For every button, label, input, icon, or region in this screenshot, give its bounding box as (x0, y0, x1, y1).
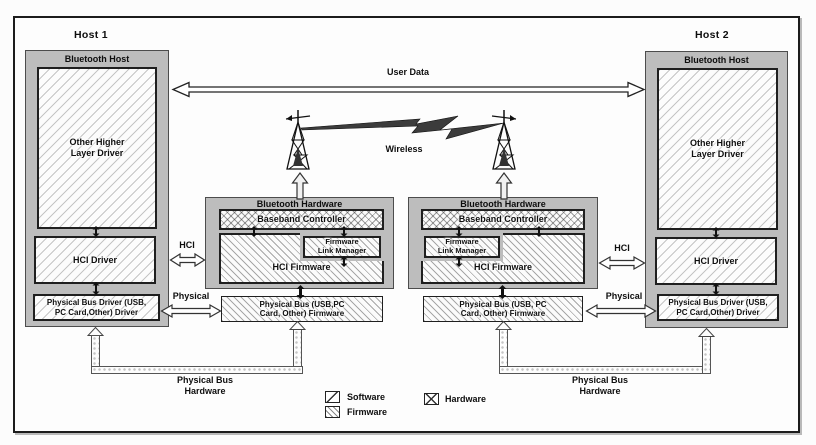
wireless-label: Wireless (385, 144, 423, 154)
host1-other-higher-layer-driver-box: Other Higher Layer Driver (37, 67, 157, 229)
bt-right-baseband-linkmgr-arrow (455, 226, 463, 237)
user-data-arrow (171, 81, 646, 98)
host2-bus-arrow (712, 283, 720, 295)
bt-hardware-right-title: Bluetooth Hardware (460, 199, 546, 209)
physical-bus-hardware-label-left: Physical Bus Hardware (176, 375, 234, 396)
host1-physical-bus-driver-label: Physical Bus Driver (USB, PC Card,Other)… (46, 298, 147, 317)
physical-bus-hardware-label-right: Physical Bus Hardware (571, 375, 629, 396)
host2-physical-bus-driver-box: Physical Bus Driver (USB, PC Card,Other)… (657, 294, 779, 321)
host2-physical-bus-driver-label: Physical Bus Driver (USB, PC Card,Other)… (668, 298, 768, 317)
bt-left-linkmgr-hci-arrow (340, 256, 348, 267)
legend-firmware-label: Firmware (347, 407, 388, 417)
hci-label-right: HCI (614, 243, 630, 253)
host1-physical-bus-driver-box: Physical Bus Driver (USB, PC Card,Other)… (33, 294, 160, 321)
legend-hardware-swatch (424, 393, 439, 405)
pipe-right-vertical-b (702, 336, 711, 374)
host1-hci-driver-box: HCI Driver (34, 236, 156, 284)
pipe-right-horizontal (499, 366, 711, 374)
physical-bus-firmware-left-box: Physical Bus (USB,PC Card, Other) Firmwa… (221, 296, 383, 322)
legend-firmware-swatch (325, 406, 340, 418)
physical-bus-firmware-left-label: Physical Bus (USB,PC Card, Other) Firmwa… (259, 299, 345, 318)
legend-software-label: Software (347, 392, 386, 402)
host1-hci-driver-label: HCI Driver (72, 254, 117, 265)
pipe-left-firmware-arrowhead (289, 321, 306, 330)
pipe-right-vertical-a (499, 329, 508, 367)
host1-layer-arrow (92, 226, 100, 237)
host1-bluetooth-host-label: Bluetooth Host (64, 54, 130, 64)
bt-left-hci-firmware-label: HCI Firmware (272, 262, 331, 273)
bt-left-firmware-link-manager-label: Firmware Link Manager (317, 237, 367, 255)
bt-hardware-left-title: Bluetooth Hardware (256, 199, 343, 209)
hci-label-left: HCI (179, 240, 195, 250)
bt-left-baseband-hci-arrow (250, 226, 258, 237)
host2-hci-driver-label: HCI Driver (693, 255, 738, 266)
legend-software-swatch (325, 391, 340, 403)
hci-arrow-left (169, 252, 206, 268)
physical-label-left: Physical (172, 291, 210, 301)
physical-arrow-left (160, 303, 222, 319)
physical-label-right: Physical (605, 291, 643, 301)
physical-arrow-right (585, 303, 657, 319)
bt-right-physfw-connector-arrow (498, 285, 507, 299)
host1-other-higher-layer-driver-label: Other Higher Layer Driver (69, 137, 125, 158)
bt-left-physfw-connector-arrow (296, 285, 305, 299)
pipe-left-horizontal (91, 366, 303, 374)
host1-title: Host 1 (74, 29, 108, 41)
host2-hci-driver-box: HCI Driver (655, 237, 777, 285)
wireless-bolt-icon (300, 112, 506, 142)
pipe-right-host-arrowhead (698, 328, 715, 337)
host2-other-higher-layer-driver-label: Other Higher Layer Driver (689, 138, 745, 159)
user-data-label: User Data (386, 67, 430, 77)
bt-left-baseband-controller-label: Baseband Controller (257, 214, 346, 225)
bt-left-hci-firmware-box: HCI Firmware (219, 233, 384, 284)
bt-right-firmware-link-manager-box: Firmware Link Manager (421, 233, 503, 261)
bt-right-linkmgr-hci-arrow (455, 256, 463, 267)
bt-right-baseband-controller-box: Baseband Controller (421, 209, 585, 230)
hci-arrow-right (598, 255, 646, 271)
host2-title: Host 2 (695, 29, 729, 41)
bt-left-baseband-linkmgr-arrow (340, 226, 348, 237)
bt-right-baseband-hci-arrow (535, 226, 543, 237)
bt-left-baseband-controller-box: Baseband Controller (219, 209, 384, 230)
antenna-feed-arrow-right (495, 172, 513, 200)
bt-right-firmware-link-manager-label: Firmware Link Manager (437, 237, 487, 255)
physical-bus-firmware-right-box: Physical Bus (USB, PC Card, Other) Firmw… (423, 296, 583, 322)
physical-bus-firmware-right-label: Physical Bus (USB, PC Card, Other) Firmw… (459, 299, 547, 318)
antenna-right-icon (488, 108, 520, 172)
legend-hardware-label: Hardware (445, 394, 487, 404)
antenna-feed-arrow-left (291, 172, 309, 200)
host2-other-higher-layer-driver-box: Other Higher Layer Driver (657, 68, 778, 230)
host2-bluetooth-host-label: Bluetooth Host (684, 55, 749, 65)
host2-layer-arrow (712, 227, 720, 238)
bt-right-hci-firmware-label: HCI Firmware (473, 262, 533, 273)
pipe-left-vertical-b (293, 329, 302, 367)
host1-bus-arrow (92, 282, 100, 295)
bt-right-baseband-controller-label: Baseband Controller (458, 214, 548, 225)
antenna-left-icon (282, 108, 314, 172)
bt-left-firmware-link-manager-box: Firmware Link Manager (300, 233, 384, 261)
